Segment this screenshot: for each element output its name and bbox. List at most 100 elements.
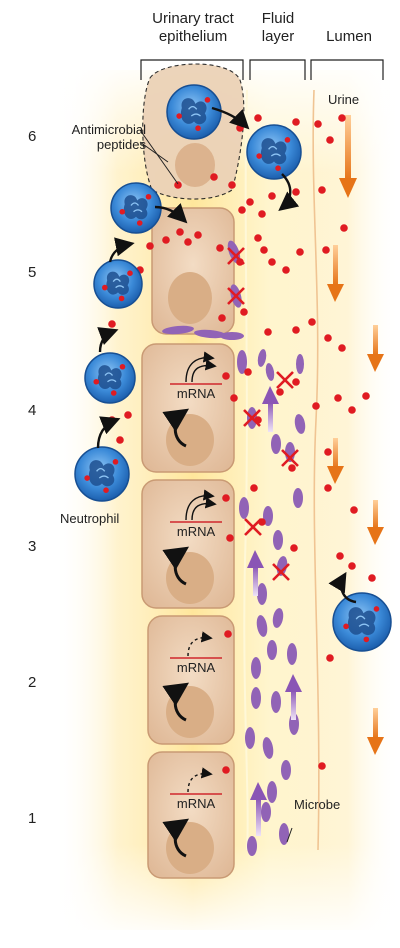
kill-mark	[227, 247, 245, 265]
microbe	[267, 781, 277, 803]
antimicrobial-peptide	[292, 378, 300, 386]
kill-mark	[281, 449, 299, 467]
microbe	[245, 727, 255, 749]
mrna-mark	[162, 489, 222, 586]
antimicrobial-peptide	[228, 181, 236, 189]
antimicrobial-peptide	[362, 392, 370, 400]
antimicrobial-peptide	[226, 534, 234, 542]
antimicrobial-peptide	[174, 181, 182, 189]
microbe	[257, 583, 267, 605]
mrna-mark	[162, 631, 222, 722]
microbe-arrow	[247, 550, 264, 596]
antimicrobial-peptide	[350, 506, 358, 514]
antimicrobial-peptide	[238, 206, 246, 214]
microbe-arrow	[285, 674, 302, 720]
neutrophil	[84, 352, 136, 404]
stage-number-2: 2	[28, 674, 37, 691]
microbe	[251, 687, 261, 709]
antimicrobial-peptide	[338, 114, 346, 122]
antimicrobial-peptide	[324, 484, 332, 492]
antimicrobial-peptide	[240, 308, 248, 316]
urine-arrow	[327, 438, 344, 484]
microbe	[272, 608, 284, 628]
antimicrobial-peptide	[268, 192, 276, 200]
mrna-label: mRNA	[176, 386, 216, 401]
antimicrobial-peptide	[116, 436, 124, 444]
antimicrobial-peptide	[292, 188, 300, 196]
antimicrobial-peptide	[222, 766, 230, 774]
antimicrobial-peptide	[368, 574, 376, 582]
label-urine: Urine	[328, 92, 360, 107]
microbe	[271, 691, 281, 713]
urine-arrow	[327, 245, 344, 302]
microbe	[296, 354, 304, 374]
header-brackets	[140, 59, 384, 80]
microbe	[256, 615, 268, 637]
antimicrobial-peptide	[318, 762, 326, 770]
neutrophil	[166, 84, 222, 140]
antimicrobial-peptide	[268, 258, 276, 266]
antimicrobial-peptide	[108, 320, 116, 328]
microbe	[273, 530, 283, 550]
microbe	[287, 643, 297, 665]
mrna-marks	[162, 351, 222, 858]
urine-arrow	[339, 115, 357, 198]
neutrophil	[246, 124, 302, 180]
antimicrobial-peptide	[176, 228, 184, 236]
antimicrobial-peptide	[184, 238, 192, 246]
microbe	[251, 657, 261, 679]
antimicrobial-peptide	[276, 388, 284, 396]
antimicrobial-peptide	[264, 328, 272, 336]
antimicrobial-peptide	[336, 552, 344, 560]
kill-mark	[244, 518, 262, 536]
antimicrobial-peptide	[260, 246, 268, 254]
header-fluid: Fluid layer	[261, 10, 295, 45]
microbe	[265, 363, 275, 381]
urine-flow-arrows	[327, 115, 384, 755]
antimicrobial-peptide	[290, 544, 298, 552]
kill-mark	[227, 287, 245, 305]
mrna-label: mRNA	[176, 660, 216, 675]
header-epithelium: Urinary tract epithelium	[152, 10, 234, 45]
fluid-boundary	[243, 89, 249, 851]
kill-marks	[227, 247, 299, 581]
epithelial-cell	[151, 207, 235, 335]
antimicrobial-peptide	[254, 114, 262, 122]
urine-arrow	[367, 500, 384, 545]
leader-lines	[139, 129, 293, 843]
neutrophil	[74, 446, 130, 502]
antimicrobial-peptide	[222, 372, 230, 380]
microbe	[239, 497, 249, 519]
epithelial-cell	[141, 343, 235, 473]
microbe	[162, 325, 194, 335]
antimicrobial-peptide	[218, 314, 226, 322]
microbe	[281, 760, 291, 780]
microbe	[261, 802, 271, 822]
microbe	[257, 349, 267, 367]
antimicrobial-peptide	[162, 236, 170, 244]
urine-arrow	[367, 325, 384, 372]
neutrophil	[332, 592, 392, 652]
antimicrobial-peptide	[318, 186, 326, 194]
neutrophil	[93, 259, 143, 309]
kill-mark	[243, 409, 261, 427]
antimicrobial-peptide	[288, 464, 296, 472]
antimicrobial-peptide	[250, 484, 258, 492]
stage-number-4: 4	[28, 402, 37, 419]
mrna-mark	[162, 767, 222, 858]
header-lumen: Lumen	[326, 28, 372, 45]
microbe	[294, 414, 306, 434]
antimicrobial-peptide	[254, 234, 262, 242]
antimicrobial-peptide	[282, 266, 290, 274]
microbe	[247, 836, 257, 856]
kill-mark	[276, 371, 294, 389]
microbe	[293, 488, 303, 508]
antimicrobial-peptide	[312, 402, 320, 410]
kill-mark	[272, 563, 290, 581]
antimicrobial-peptide	[292, 326, 300, 334]
microbe-arrows	[247, 386, 302, 836]
stage-number-3: 3	[28, 538, 37, 555]
epithelial-cell	[141, 479, 235, 609]
stage-number-1: 1	[28, 810, 37, 827]
lumen-boundary	[312, 89, 320, 851]
